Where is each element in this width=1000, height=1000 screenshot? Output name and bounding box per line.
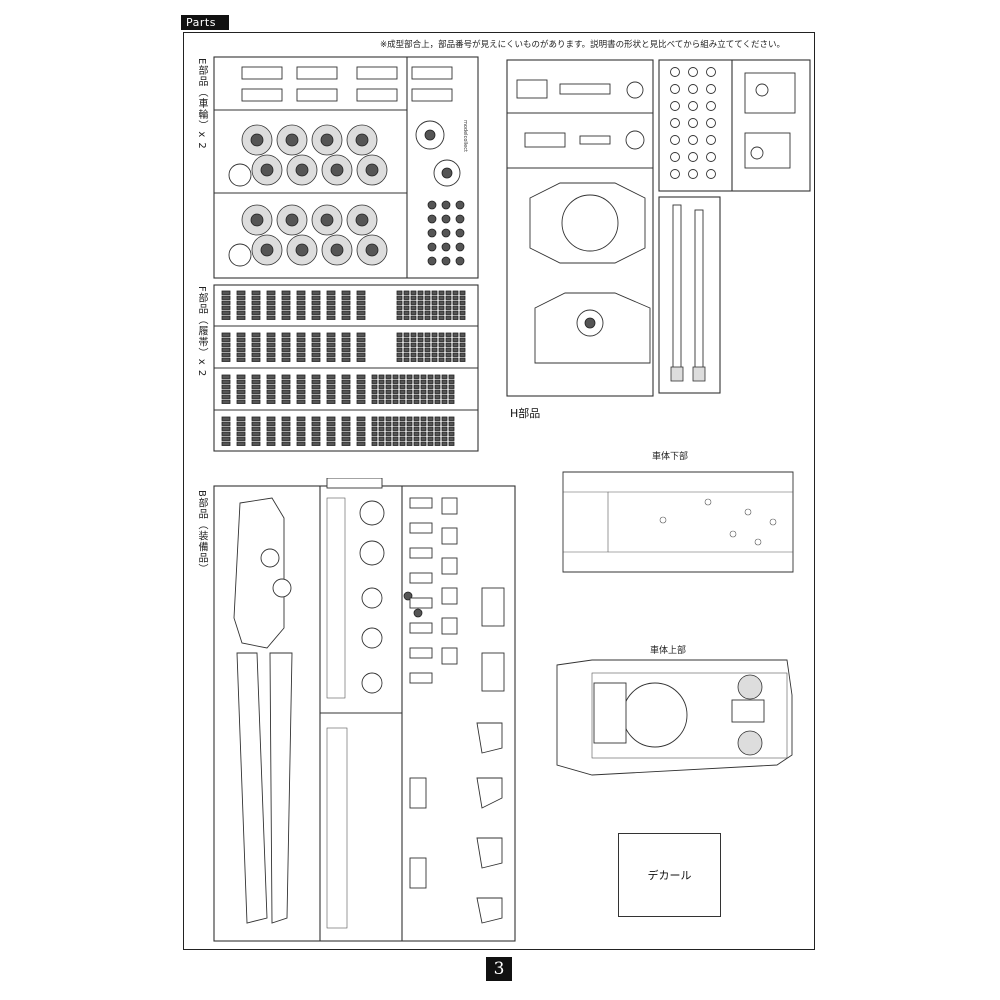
sprue-gun-barrels-illustration <box>658 196 721 394</box>
sprue-e-label: E部品（車輪）x 2 <box>196 58 207 150</box>
decal-label: デカール <box>647 869 692 882</box>
page-frame <box>183 32 815 950</box>
lower-hull-illustration <box>562 471 794 573</box>
section-tab-parts: Parts <box>181 15 229 30</box>
molding-note: ※成型部合上，部品番号が見えにくいものがあります。説明書の形状と見比べてから組み… <box>380 40 786 50</box>
upper-hull-illustration <box>556 659 793 776</box>
sprue-b-equipment-illustration <box>213 478 516 942</box>
sprue-f-tracks-illustration <box>213 284 479 452</box>
sprue-f-label: F部品（履帯）x 2 <box>196 286 207 378</box>
sprue-small-parts-illustration <box>658 59 811 192</box>
lower-hull-label: 車体下部 <box>652 452 689 462</box>
decal-sheet: デカール <box>618 833 721 917</box>
sprue-e-wheels-illustration: modelcollect <box>213 56 479 279</box>
sprue-h-illustration <box>506 59 654 397</box>
page-number: 3 <box>486 957 512 981</box>
sprue-b-label: B部品（装備品） <box>196 490 207 575</box>
sprue-h-label: H部品 <box>510 407 541 420</box>
upper-hull-label: 車体上部 <box>650 646 687 656</box>
svg-text:modelcollect: modelcollect <box>462 120 468 152</box>
